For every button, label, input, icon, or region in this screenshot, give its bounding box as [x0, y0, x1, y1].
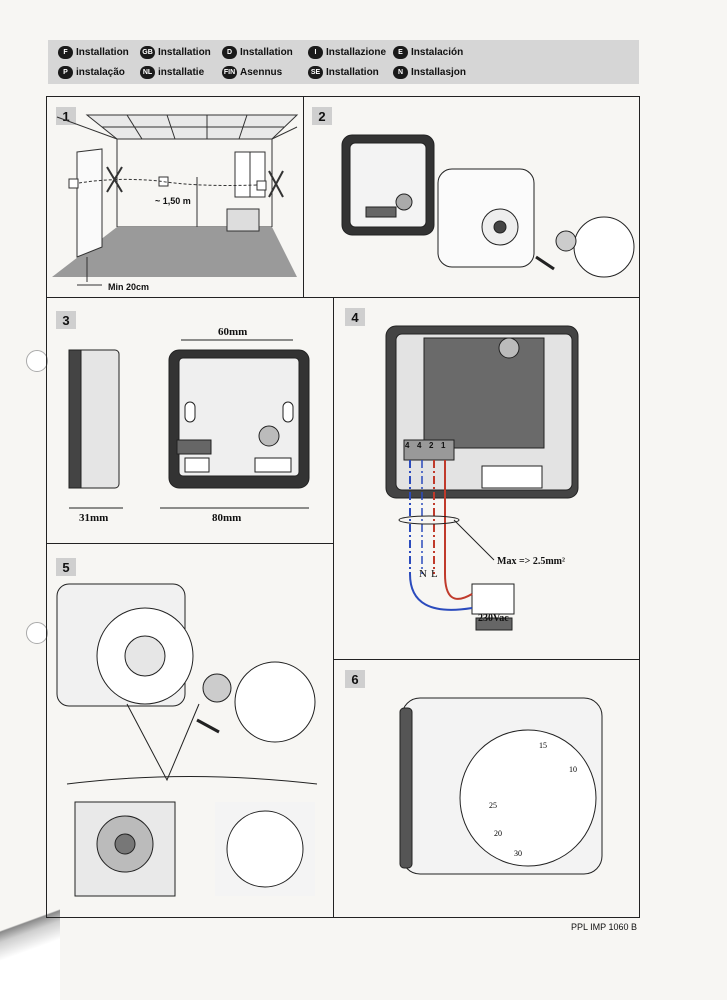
neutral-label: N	[419, 568, 427, 580]
lang-badge: FIN	[222, 66, 237, 79]
width-bottom-label: 80mm	[212, 512, 242, 524]
depth-label: 31mm	[79, 512, 109, 524]
lang-label: Installasjon	[411, 67, 467, 78]
lang-label: Installation	[326, 67, 379, 78]
lang-label: installatie	[158, 67, 205, 78]
lang-item: N Installasjon	[393, 66, 466, 79]
lang-label: Instalación	[411, 47, 464, 58]
lang-label: Asennus	[240, 67, 283, 78]
punch-hole	[26, 350, 48, 372]
panel-divider	[333, 659, 640, 660]
dial-label: 10	[569, 765, 577, 774]
lang-item: GB Installation	[140, 46, 211, 59]
panel-divider	[333, 297, 334, 918]
step-number: 5	[56, 558, 76, 576]
lang-item: F Installation	[58, 46, 129, 59]
terminal-label: 4	[405, 441, 410, 450]
room-illustration	[52, 114, 299, 286]
wiring-diagram	[385, 325, 579, 631]
live-label: L	[431, 568, 438, 580]
lang-item: I Installazione	[308, 46, 386, 59]
lang-item: SE Installation	[308, 66, 379, 79]
lang-item: NL installatie	[140, 66, 204, 79]
height-label: ~ 1,50 m	[155, 196, 191, 206]
terminal-label: 4	[417, 441, 422, 450]
lang-badge: F	[58, 46, 73, 59]
step-number: 6	[345, 670, 365, 688]
panel-divider	[46, 297, 640, 298]
dial-label: 25	[489, 801, 497, 810]
step-number: 3	[56, 311, 76, 329]
lang-badge: GB	[140, 46, 155, 59]
document-code: PPL IMP 1060 B	[570, 922, 637, 932]
terminal-label: 2	[429, 441, 434, 450]
assembled-thermostat-illustration: 10 15 20 25 30	[399, 697, 603, 875]
lang-label: Installazione	[326, 47, 387, 58]
voltage-label: 230Vac	[478, 613, 509, 624]
lang-badge: NL	[140, 66, 155, 79]
lang-badge: SE	[308, 66, 323, 79]
punch-hole	[26, 622, 48, 644]
lang-label: Installation	[76, 47, 129, 58]
lang-item: P instalação	[58, 66, 125, 79]
step-number: 4	[345, 308, 365, 326]
lang-item: D Installation	[222, 46, 293, 59]
lang-item: FIN Asennus	[222, 66, 282, 79]
lang-label: Installation	[158, 47, 211, 58]
step-number: 2	[312, 107, 332, 125]
max-wire-label: Max => 2.5mm²	[497, 556, 565, 567]
instruction-frame	[46, 96, 640, 918]
lang-badge: I	[308, 46, 323, 59]
lang-label: instalação	[76, 67, 125, 78]
page-edge-shadow	[0, 870, 60, 1000]
lang-badge: E	[393, 46, 408, 59]
lang-badge: P	[58, 66, 73, 79]
lang-badge: N	[393, 66, 408, 79]
dial-label: 15	[539, 741, 547, 750]
thermostat-open-illustration	[341, 134, 635, 278]
step-number: 1	[56, 107, 76, 125]
dial-label: 30	[514, 849, 522, 858]
panel-divider	[303, 96, 304, 297]
panel-divider	[46, 543, 333, 544]
min-distance-label: Min 20cm	[108, 282, 150, 292]
width-top-label: 60mm	[218, 326, 248, 338]
language-bar: F Installation GB Installation D Install…	[48, 40, 639, 84]
terminal-label: 1	[441, 441, 446, 450]
lang-badge: D	[222, 46, 237, 59]
dial-label: 20	[494, 829, 502, 838]
dial-mounting-illustration	[56, 583, 318, 897]
lang-item: E Instalación	[393, 46, 463, 59]
dimension-drawing	[68, 339, 310, 509]
lang-label: Installation	[240, 47, 293, 58]
